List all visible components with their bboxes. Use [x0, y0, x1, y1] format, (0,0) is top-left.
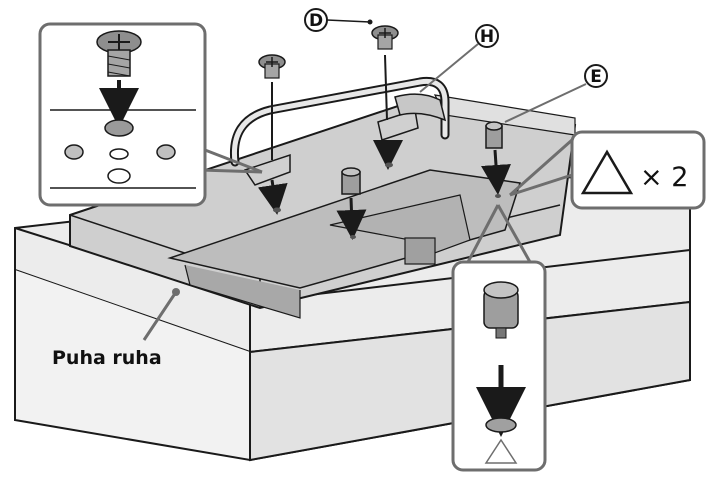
- label-e: E: [504, 64, 608, 123]
- pin-center: [336, 167, 367, 240]
- triangle-mark-icon: [484, 438, 518, 464]
- tv-set: [69, 94, 577, 319]
- cloth-leader: [142, 288, 180, 341]
- label-h-text: H: [480, 27, 494, 47]
- pin-right: [481, 121, 511, 198]
- count-multiplier-text: × 2: [640, 162, 688, 193]
- label-e-text: E: [590, 67, 602, 87]
- label-d: D: [304, 8, 373, 32]
- neck-bracket: [229, 76, 450, 186]
- count-callout: × 2: [509, 130, 706, 210]
- screw-center: [371, 25, 403, 170]
- callout-pin-detail: [451, 204, 547, 472]
- label-h: H: [419, 24, 499, 93]
- cloth-label: Puha ruha: [52, 347, 162, 369]
- screw-left: [257, 54, 288, 215]
- triangle-mark-icon: [580, 149, 634, 195]
- callout-screw-detail: [38, 22, 263, 207]
- label-d-text: D: [309, 11, 323, 31]
